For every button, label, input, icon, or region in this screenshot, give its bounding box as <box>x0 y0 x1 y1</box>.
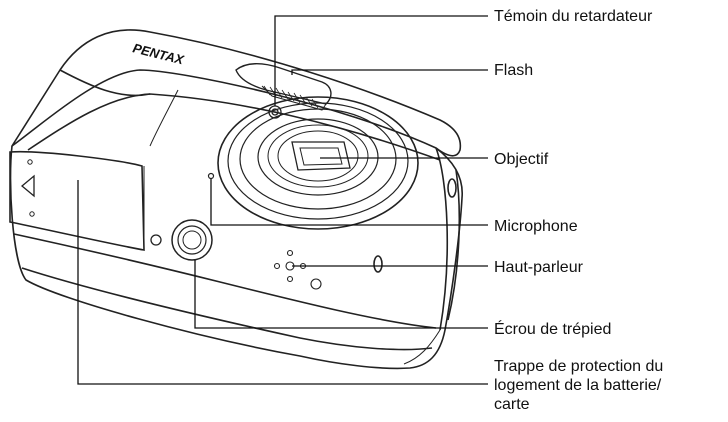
label-battery-cover: Trappe de protection du logement de la b… <box>494 357 728 414</box>
leader-battery-cover <box>77 180 488 385</box>
tripod-socket <box>171 219 213 261</box>
label-battery-cover-line3: carte <box>494 396 530 413</box>
leader-microphone <box>210 179 488 226</box>
triangle-left-icon <box>20 174 35 198</box>
pentax-logo: PENTAX <box>131 40 186 67</box>
label-speaker: Haut-parleur <box>494 259 583 276</box>
locating-hole <box>150 234 162 246</box>
label-self-timer-lamp: Témoin du retardateur <box>494 8 653 25</box>
microphone-hole <box>207 172 215 180</box>
lens-assembly <box>217 96 419 230</box>
battery-card-cover <box>9 150 145 251</box>
speaker <box>273 249 322 290</box>
leader-tripod <box>194 260 488 329</box>
leader-lines <box>77 15 488 385</box>
label-tripod-socket: Écrou de trépied <box>494 321 612 338</box>
label-lens: Objectif <box>494 151 549 168</box>
label-battery-cover-line1: Trappe de protection du <box>494 358 664 375</box>
leader-flash <box>291 69 488 75</box>
leader-self-timer <box>274 15 488 106</box>
label-battery-cover-line2: logement de la batterie/ <box>494 377 662 394</box>
label-flash: Flash <box>494 62 534 79</box>
label-microphone: Microphone <box>494 218 578 235</box>
